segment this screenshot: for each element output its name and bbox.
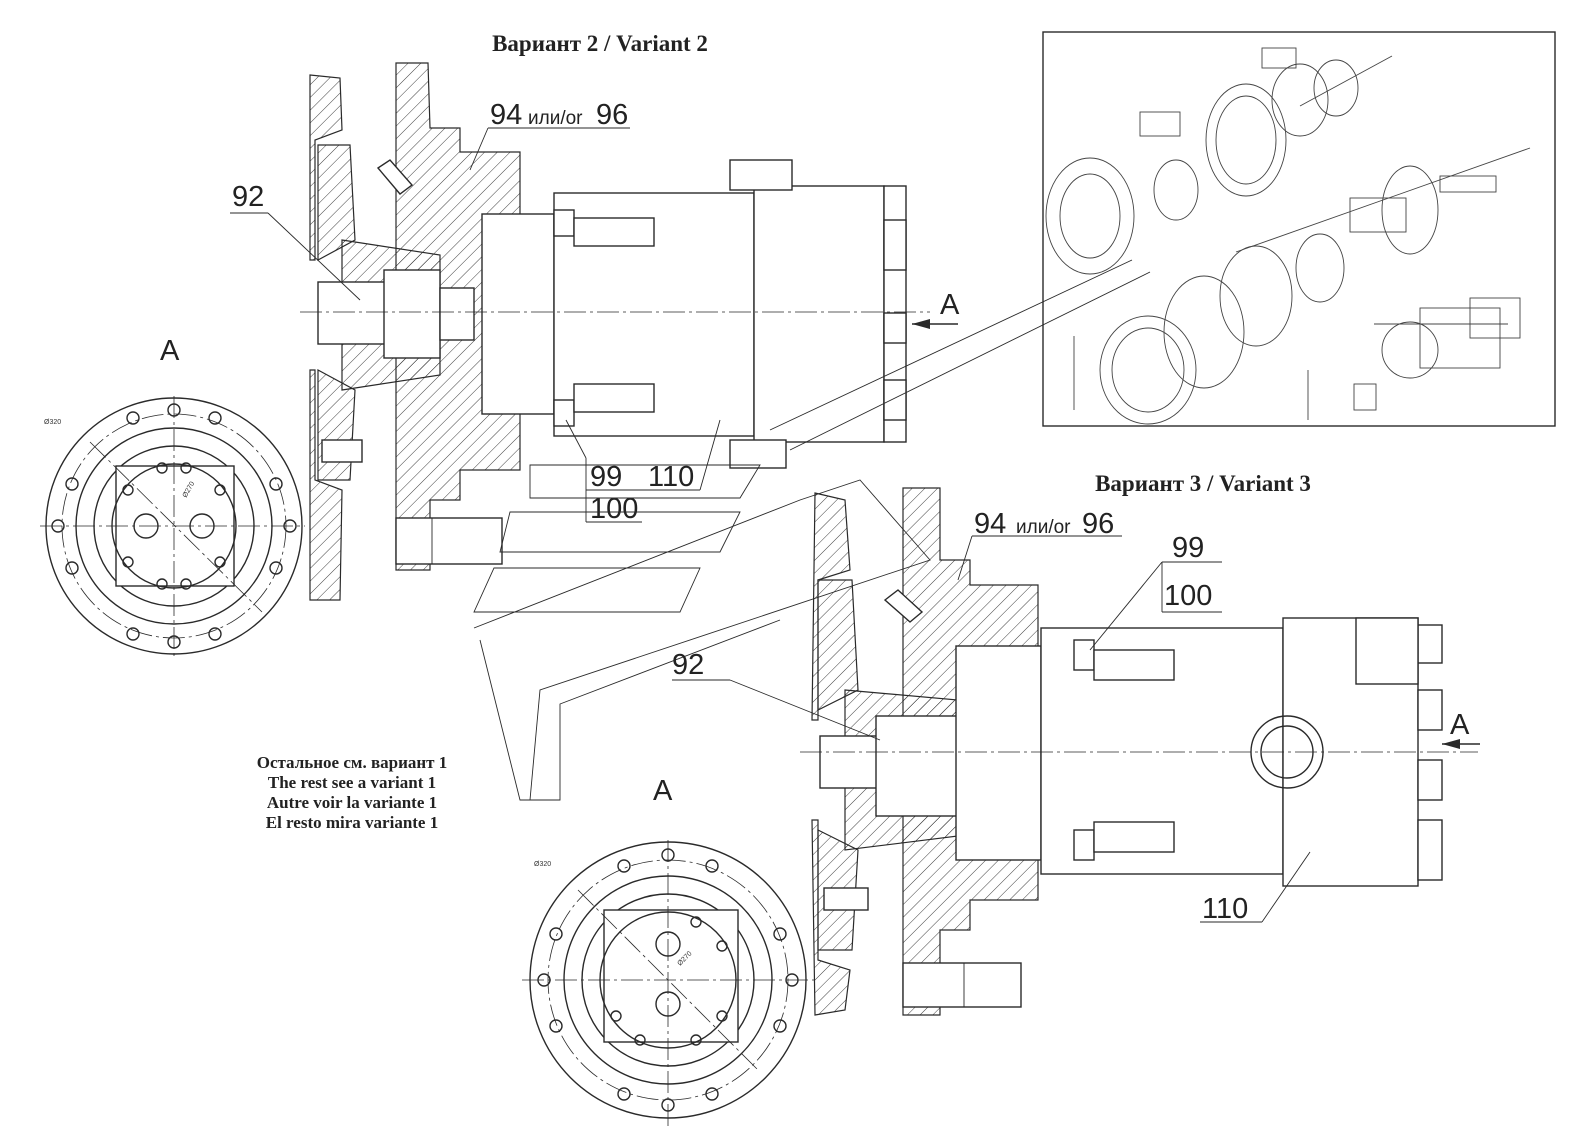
callout-or-variant3: или/or (1016, 517, 1071, 538)
callout-94-variant3: 94 (974, 508, 1006, 540)
callout-94-variant2: 94 (490, 99, 522, 131)
heading-variant-2: Вариант 2 / Variant 2 (492, 31, 708, 56)
note-line-en: The rest see a variant 1 (268, 773, 436, 792)
variant-3-callouts (672, 535, 1311, 923)
view-a-label-variant2: A (160, 335, 180, 367)
exploded-view-panel (1042, 31, 1556, 427)
note-line-ru: Остальное см. вариант 1 (257, 753, 448, 772)
variant-note: Остальное см. вариант 1 The rest see a v… (257, 753, 448, 832)
view-a-variant2 (40, 396, 305, 660)
callout-96-variant2: 96 (596, 99, 628, 131)
view-a-variant2-bolt-holes (51, 403, 297, 649)
view-a-variant3 (522, 840, 818, 1130)
callout-or-variant2: или/or (528, 108, 583, 129)
callout-92-variant2: 92 (232, 181, 264, 213)
view-marker-a-variant3: A (1450, 709, 1470, 741)
view-marker-a-variant2: A (940, 289, 960, 321)
variant-2-section-view (300, 62, 958, 601)
heading-variant-3: Вариант 3 / Variant 3 (1095, 471, 1311, 496)
callout-99-variant3: 99 (1172, 532, 1204, 564)
callout-96-variant3: 96 (1082, 508, 1114, 540)
note-line-es: El resto mira variante 1 (266, 813, 438, 832)
section-marker-a: A (653, 775, 673, 807)
variant-2-callouts (230, 127, 721, 523)
variant-3-section-view (800, 487, 1480, 1016)
view-a-variant3-bolt-holes (537, 848, 799, 1112)
note-line-fr: Autre voir la variante 1 (267, 793, 437, 812)
leader-lines (473, 259, 1151, 801)
callout-110-variant2: 110 (648, 461, 694, 493)
dim-320-variant2: Ø320 (44, 419, 61, 426)
callout-99-variant2: 99 (590, 461, 622, 493)
callout-110-variant3: 110 (1202, 893, 1248, 925)
dim-320-variant3: Ø320 (534, 861, 551, 868)
callout-100-variant3: 100 (1164, 580, 1212, 612)
callout-92-variant3: 92 (672, 649, 704, 681)
